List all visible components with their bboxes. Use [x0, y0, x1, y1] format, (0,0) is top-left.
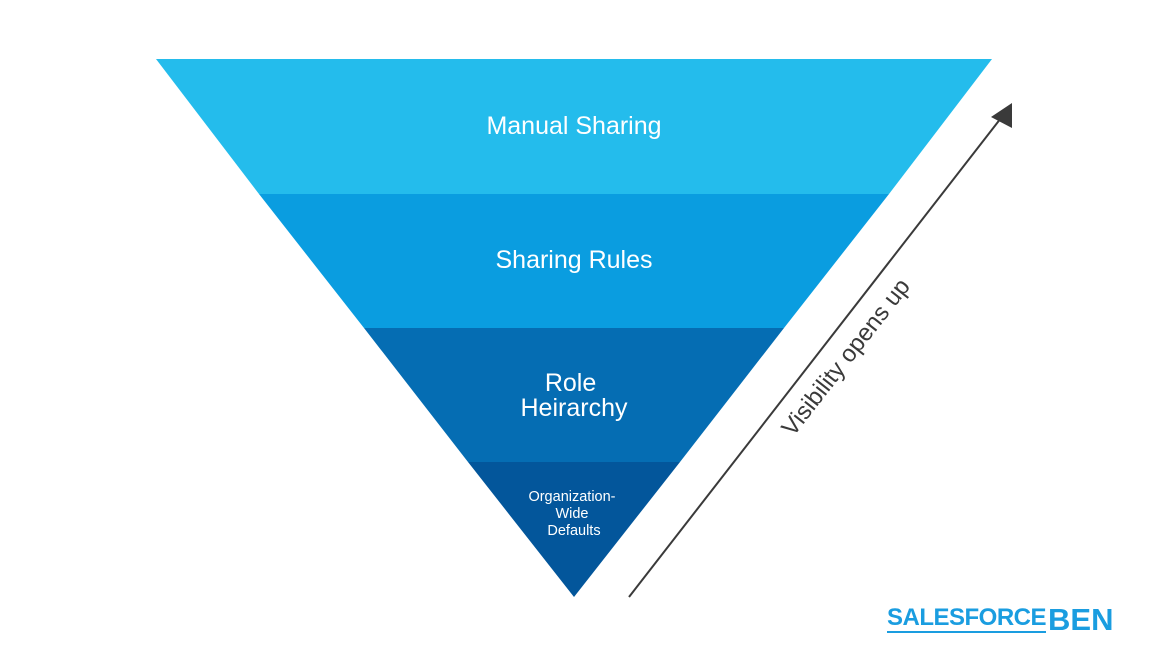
arrowhead-icon	[991, 103, 1012, 128]
layer-band-organization-wide-defaults	[468, 462, 680, 597]
layer-band-manual-sharing	[156, 59, 992, 194]
logo-text-salesforce: SALESFORCE	[887, 604, 1047, 633]
layer-band-role-heirarchy	[364, 328, 784, 462]
layer-label-organization-wide-defaults: Organization- Wide Defaults	[528, 489, 619, 539]
layer-label-sharing-rules: Sharing Rules	[495, 246, 652, 274]
layer-band-sharing-rules	[259, 194, 889, 328]
logo-text-ben: BEN	[1048, 602, 1114, 637]
layer-label-manual-sharing: Manual Sharing	[486, 112, 661, 140]
layer-label-role-heirarchy: Role Heirarchy	[521, 369, 628, 422]
visibility-arrow	[628, 108, 1009, 598]
